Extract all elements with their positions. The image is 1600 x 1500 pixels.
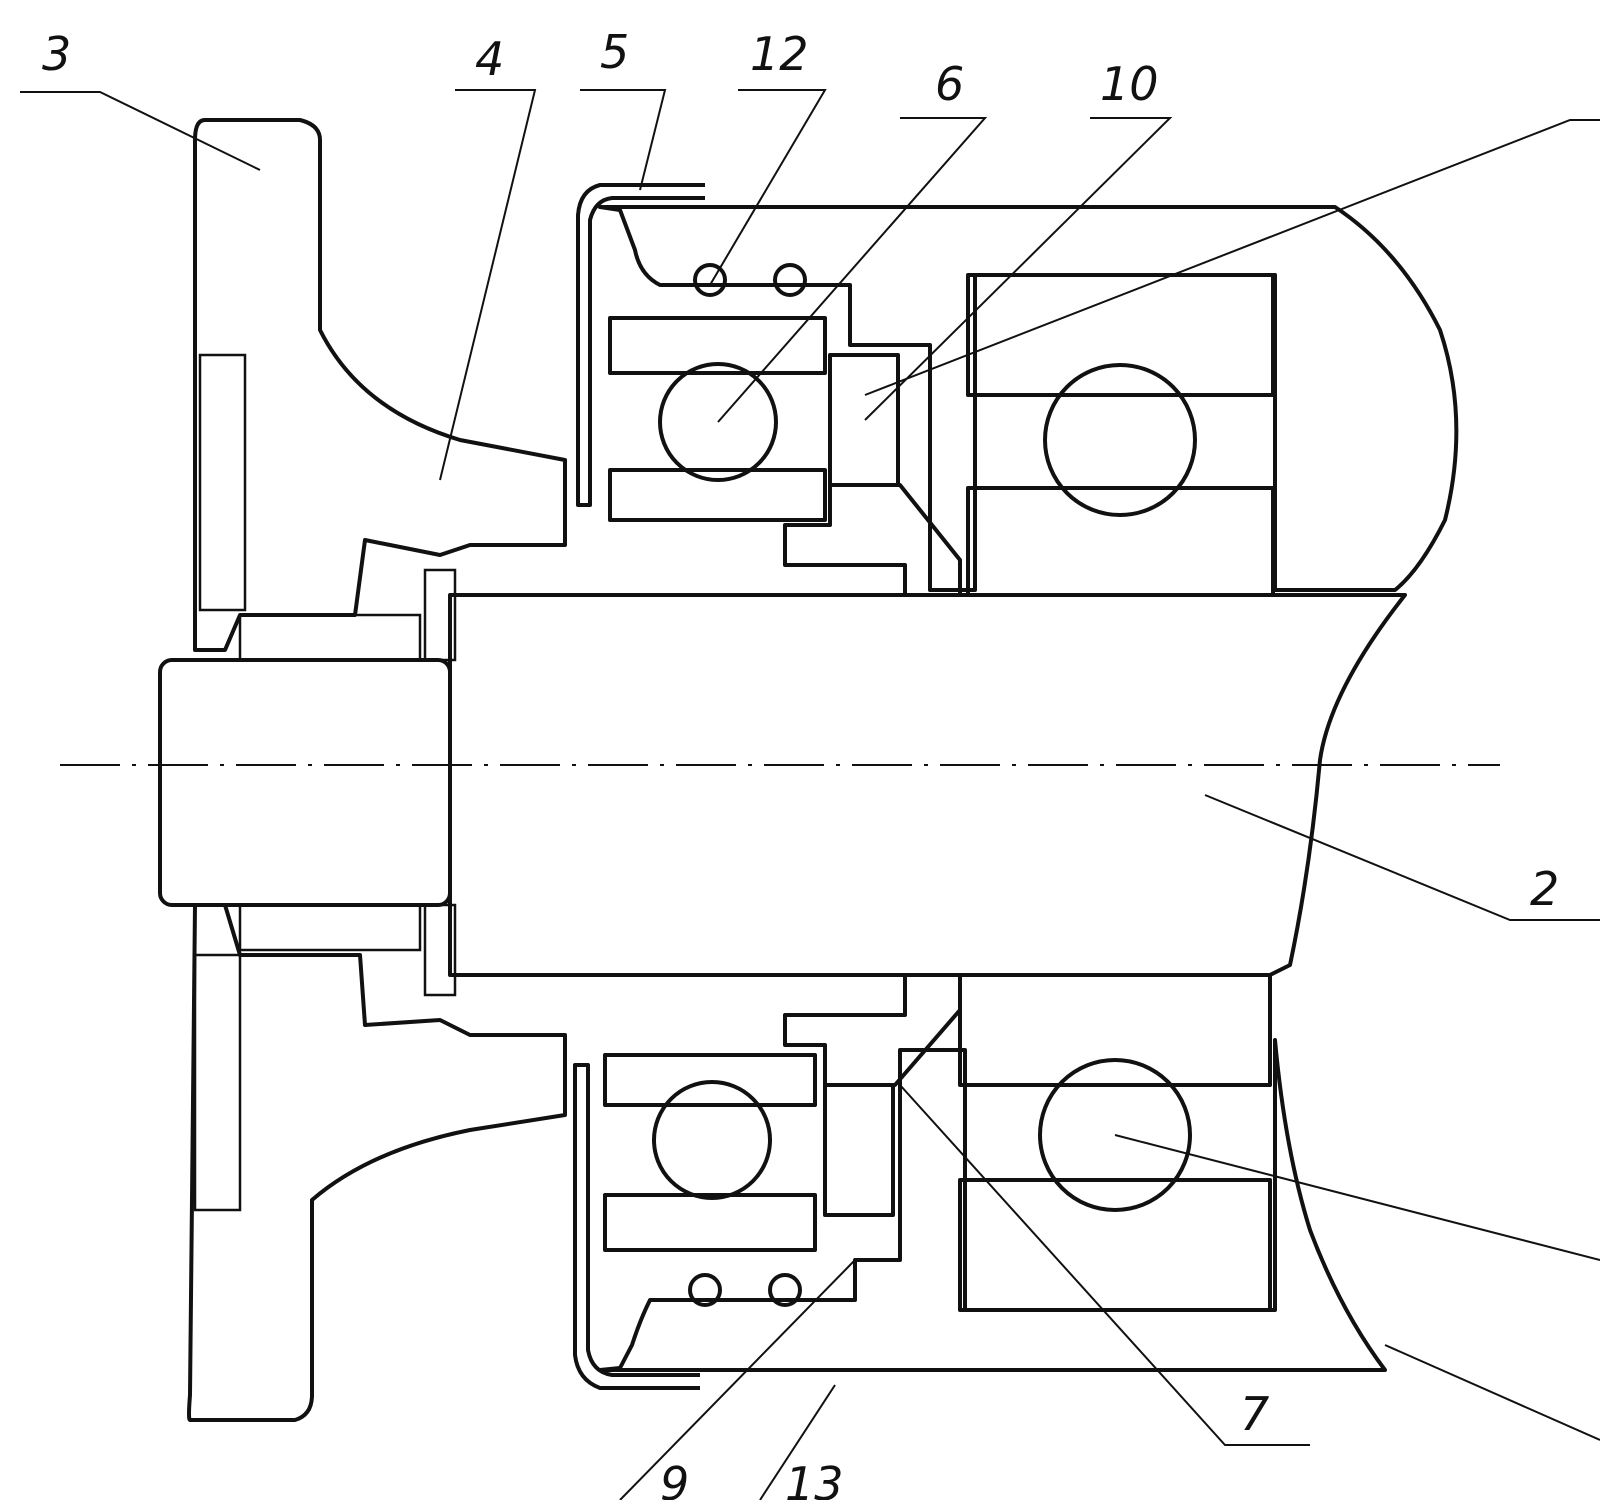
leader-8 bbox=[1114, 1134, 1600, 1261]
hub-sleeve-lower bbox=[238, 903, 422, 952]
leader-9 bbox=[619, 1259, 856, 1500]
leader-10 bbox=[864, 117, 1173, 421]
hub-washer-upper bbox=[423, 568, 457, 662]
shaft bbox=[448, 593, 1407, 977]
shield-lower bbox=[573, 1063, 700, 1390]
small-bearing-upper-ball bbox=[658, 362, 778, 482]
felt-seal-upper bbox=[828, 353, 900, 487]
small-bearing-lower-inner bbox=[603, 1193, 817, 1252]
large-bearing-lower-ball bbox=[1038, 1058, 1192, 1212]
leader-13 bbox=[759, 1384, 836, 1500]
spacer-sleeve-upper bbox=[783, 483, 962, 597]
callout-labels: 3 4 5 12 6 10 2 7 9 13 bbox=[42, 25, 1559, 1500]
small-bearing-upper-outer bbox=[608, 316, 827, 375]
hub-sleeve-upper bbox=[238, 613, 422, 662]
callout-2: 2 bbox=[1530, 862, 1559, 916]
callout-7: 7 bbox=[1240, 1387, 1269, 1441]
felt-seal-lower bbox=[823, 1083, 895, 1217]
callout-6: 6 bbox=[935, 57, 964, 111]
housing-upper bbox=[598, 205, 1459, 592]
small-bearing-upper-inner bbox=[608, 468, 827, 522]
shaft-journal bbox=[158, 658, 452, 907]
housing-lower bbox=[598, 1038, 1387, 1372]
o-ring-upper-2 bbox=[773, 263, 807, 297]
leader-7 bbox=[899, 1084, 1310, 1446]
leader-12 bbox=[709, 89, 827, 286]
pulley-hub-lower bbox=[187, 903, 567, 1422]
callout-3: 3 bbox=[42, 27, 71, 81]
callout-12: 12 bbox=[750, 27, 809, 81]
leader-3 bbox=[20, 91, 261, 171]
callout-5: 5 bbox=[600, 25, 629, 79]
o-ring-upper-1 bbox=[693, 263, 727, 297]
spacer-sleeve-lower bbox=[783, 973, 962, 1087]
leader-5 bbox=[580, 89, 667, 191]
leader-1-upper bbox=[864, 119, 1600, 396]
shield-upper bbox=[576, 183, 705, 507]
o-ring-lower-1 bbox=[688, 1273, 722, 1307]
small-bearing-lower-ball bbox=[652, 1080, 772, 1200]
leader-4 bbox=[439, 89, 537, 481]
pulley-bore-lower bbox=[193, 953, 242, 1212]
large-bearing-upper-outer bbox=[966, 273, 1275, 397]
small-bearing-lower-outer bbox=[603, 1053, 817, 1107]
leader-2 bbox=[1204, 794, 1600, 921]
large-bearing-lower-inner bbox=[958, 1178, 1272, 1312]
callout-9: 9 bbox=[660, 1457, 689, 1500]
o-ring-lower-2 bbox=[768, 1273, 802, 1307]
leader-11 bbox=[1384, 1344, 1600, 1441]
leader-6 bbox=[717, 117, 988, 423]
callout-10: 10 bbox=[1100, 57, 1159, 111]
callout-13: 13 bbox=[785, 1457, 844, 1500]
large-bearing-lower-outer bbox=[958, 973, 1272, 1087]
callout-4: 4 bbox=[475, 32, 504, 86]
pulley-hub-upper bbox=[193, 118, 567, 652]
large-bearing-upper-inner bbox=[966, 486, 1275, 597]
hub-washer-lower bbox=[423, 903, 457, 997]
leader-lines bbox=[20, 89, 1600, 1500]
large-bearing-upper-ball bbox=[1043, 363, 1197, 517]
pulley-bore-upper bbox=[198, 353, 247, 612]
